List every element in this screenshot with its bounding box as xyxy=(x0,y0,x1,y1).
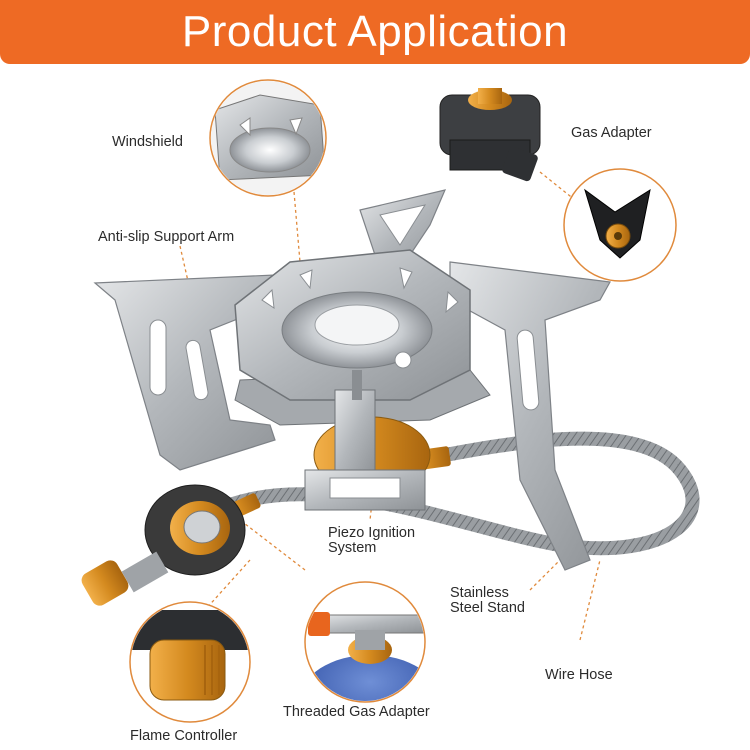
label-threaded-adapter: Threaded Gas Adapter xyxy=(283,704,430,720)
label-gas-adapter: Gas Adapter xyxy=(571,125,652,141)
label-piezo-ignition: Piezo Ignition System xyxy=(328,526,415,556)
label-flame-controller: Flame Controller xyxy=(130,728,238,744)
label-piezo-line1: Piezo Ignition xyxy=(328,525,416,541)
flame-controller-icon xyxy=(129,601,251,723)
wire-hose-icon xyxy=(223,431,700,556)
page-title: Product Application xyxy=(181,7,569,56)
label-piezo-line2: System xyxy=(328,540,377,556)
label-steel-stand: Stainless Steel Stand xyxy=(450,586,525,616)
label-wire-hose: Wire Hose xyxy=(545,667,613,683)
leader-lines xyxy=(179,171,601,641)
label-stand-line2: Steel Stand xyxy=(450,600,525,616)
label-stand-line1: Stainless xyxy=(450,585,509,601)
header-banner: Product Application xyxy=(0,0,750,64)
gas-adapter-icon xyxy=(439,88,541,182)
label-windshield: Windshield xyxy=(112,134,183,150)
product-illustration xyxy=(81,79,700,723)
threaded-adapter-icon xyxy=(304,581,426,703)
windshield-detail-icon xyxy=(209,79,327,197)
label-support-arm: Anti-slip Support Arm xyxy=(98,229,235,245)
stove-icon xyxy=(81,189,700,606)
adapter-valve-icon xyxy=(563,168,677,282)
